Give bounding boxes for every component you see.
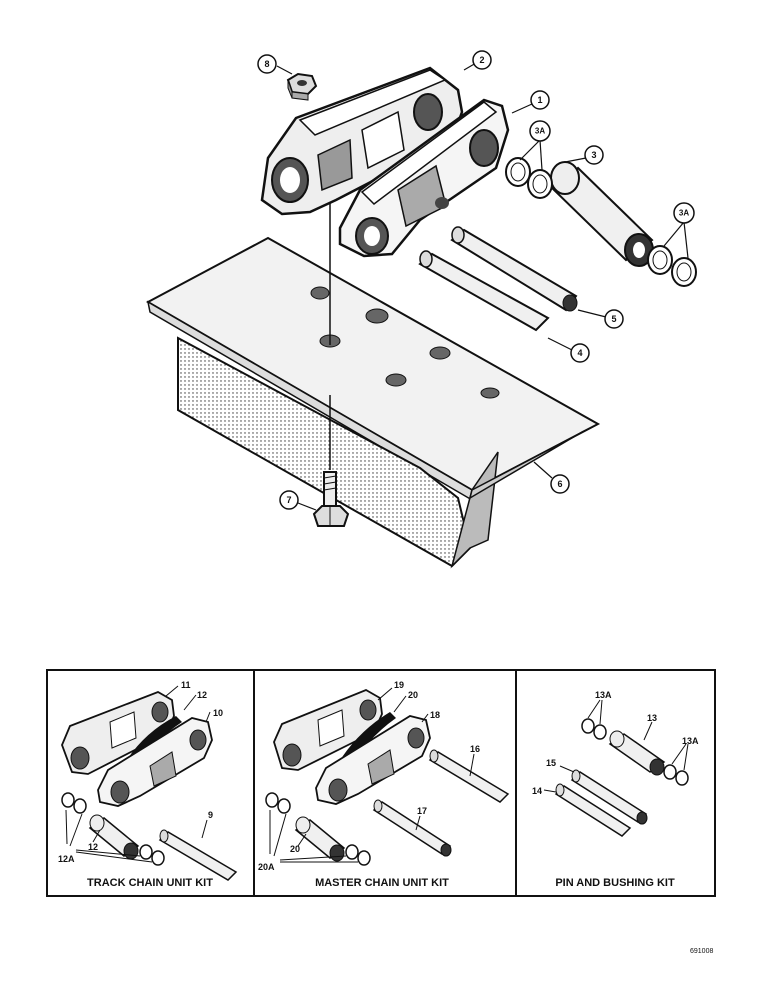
kit-title-master-chain: MASTER CHAIN UNIT KIT: [315, 877, 449, 889]
svg-text:18: 18: [430, 710, 440, 720]
callout-4: 4: [570, 343, 590, 363]
track-link-2: [260, 66, 464, 216]
bolt: [312, 471, 350, 527]
svg-text:12: 12: [197, 690, 207, 700]
callout-3: 3: [584, 145, 604, 165]
track-shoe: [145, 236, 601, 569]
svg-text:11: 11: [181, 680, 191, 690]
svg-text:14: 14: [532, 786, 542, 796]
callout-1: 1: [530, 90, 550, 110]
svg-text:12A: 12A: [58, 854, 75, 864]
callout-6: 6: [550, 474, 570, 494]
washers-3a-left: [505, 157, 553, 199]
callout-8: 8: [257, 54, 277, 74]
callout-3a-right: 3A: [673, 202, 695, 224]
svg-text:13A: 13A: [682, 736, 699, 746]
svg-text:13A: 13A: [595, 690, 612, 700]
pin-5: [450, 226, 578, 312]
svg-text:9: 9: [208, 810, 213, 820]
svg-text:7: 7: [286, 495, 291, 505]
svg-text:4: 4: [577, 348, 582, 358]
svg-text:20A: 20A: [258, 862, 275, 872]
svg-text:17: 17: [417, 806, 427, 816]
svg-text:16: 16: [470, 744, 480, 754]
master-chain-unit-kit: 19 20 18 16 17 20 20A MASTER CHAIN UNIT …: [258, 680, 510, 889]
svg-text:19: 19: [394, 680, 404, 690]
svg-text:20: 20: [290, 844, 300, 854]
kit-title-pin-bushing: PIN AND BUSHING KIT: [555, 877, 675, 889]
drawing-reference: 691008: [690, 948, 713, 955]
svg-text:15: 15: [546, 758, 556, 768]
nut: [286, 72, 318, 101]
callout-7: 7: [279, 490, 299, 510]
callout-2: 2: [472, 50, 492, 70]
svg-text:10: 10: [213, 708, 223, 718]
bushing: [550, 161, 654, 267]
svg-text:13: 13: [647, 713, 657, 723]
callout-5: 5: [604, 309, 624, 329]
svg-text:5: 5: [611, 314, 616, 324]
svg-text:8: 8: [264, 59, 269, 69]
callout-leaders: [276, 62, 689, 511]
track-link-1: [338, 98, 510, 258]
svg-text:6: 6: [557, 479, 562, 489]
kit-title-track-chain: TRACK CHAIN UNIT KIT: [87, 877, 213, 889]
svg-text:2: 2: [479, 55, 484, 65]
svg-text:1: 1: [537, 95, 542, 105]
svg-text:3: 3: [591, 150, 596, 160]
washers-3a-right: [647, 245, 697, 287]
callout-3a-left: 3A: [529, 120, 551, 142]
pin-4: [418, 250, 550, 332]
track-chain-unit-kit: 11 12 10 9 12 12A TRACK CHAIN UNIT KIT: [58, 680, 238, 889]
pin-and-bushing-kit: 13A 13 13A 15 14 PIN AND BUSHING KIT: [532, 690, 699, 889]
svg-text:3A: 3A: [535, 127, 545, 136]
svg-text:12: 12: [88, 842, 98, 852]
svg-text:3A: 3A: [679, 209, 689, 218]
svg-text:20: 20: [408, 690, 418, 700]
